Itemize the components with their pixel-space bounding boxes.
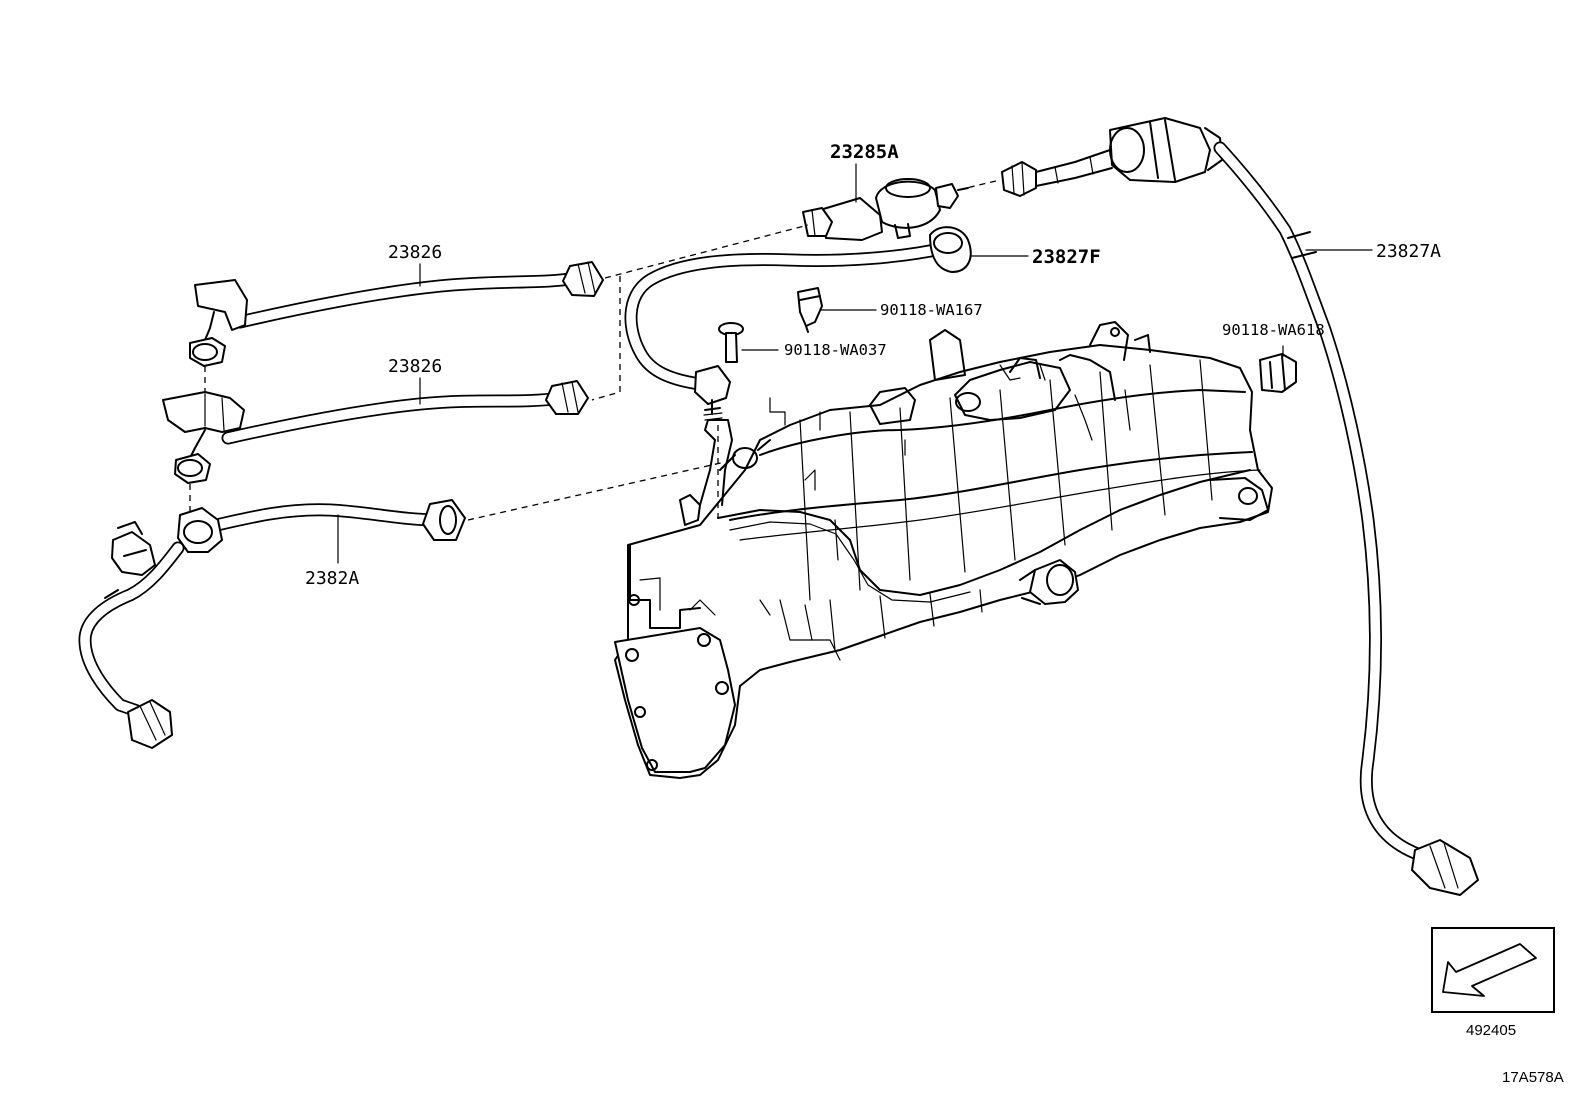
- intake-manifold: [614, 321, 1273, 779]
- arrow-down-left-icon: [1442, 943, 1537, 997]
- label-23827F: 23827F: [1032, 246, 1101, 268]
- leader-lines: [337, 163, 1373, 564]
- label-23285A: 23285A: [830, 141, 899, 163]
- valve-23285A: [802, 178, 969, 241]
- reference-code: 492405: [1466, 1022, 1516, 1039]
- label-90118-WA037: 90118-WA037: [784, 341, 887, 359]
- front-reference-box: [1431, 927, 1555, 1013]
- hose-2382A: [78, 499, 466, 749]
- hose-23827F: [624, 226, 972, 421]
- bolt-90118-WA037: [718, 322, 744, 363]
- label-90118-WA618: 90118-WA618: [1222, 321, 1325, 339]
- connection-lines: [467, 179, 1001, 521]
- label-23826-top: 23826: [388, 242, 442, 263]
- illustration-code: 17A578A: [1502, 1069, 1564, 1086]
- hose-23826-top: [189, 261, 604, 398]
- label-90118-WA167: 90118-WA167: [880, 301, 983, 319]
- hose-23827A: [1001, 117, 1479, 896]
- clip-90118-WA167: [797, 287, 823, 333]
- label-23827A: 23827A: [1376, 241, 1441, 262]
- label-23826-middle: 23826: [388, 356, 442, 377]
- label-2382A: 2382A: [305, 568, 359, 589]
- clip-90118-WA618: [1259, 353, 1297, 393]
- hose-23826-middle: [162, 380, 589, 512]
